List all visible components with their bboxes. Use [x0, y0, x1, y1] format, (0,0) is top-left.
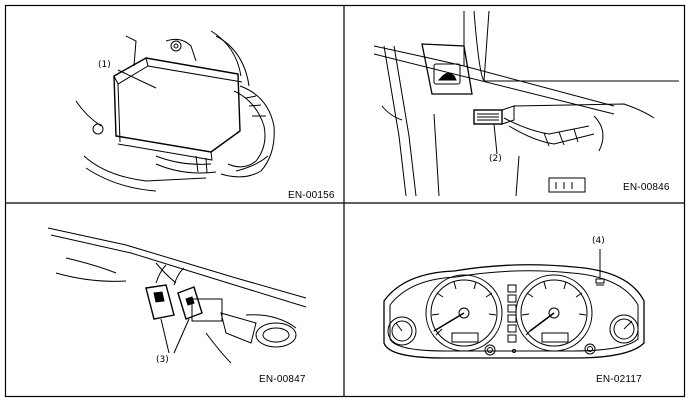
figure-id: EN-00846: [623, 182, 670, 193]
callout-label: (2): [489, 154, 502, 164]
instrument-cluster-illustration: [383, 249, 645, 359]
callout-label: (3): [156, 355, 169, 365]
panel-harness-connectors: (3) EN-00847: [6, 203, 344, 397]
panel-instrument-cluster: (4) EN-02117: [344, 203, 685, 397]
callout-label: (1): [98, 60, 111, 70]
figure-id: EN-00847: [259, 374, 306, 385]
figure-id: EN-00156: [288, 190, 335, 201]
panel-control-module: (1) EN-00156: [6, 6, 344, 203]
panel-diagnostic-connector: (2) EN-00846: [344, 6, 685, 203]
harness-connectors-illustration: [47, 227, 307, 364]
callout-label: (4): [592, 236, 605, 246]
control-module-illustration: [75, 30, 275, 192]
diagnostic-connector-illustration: [373, 10, 679, 197]
figure-id: EN-02117: [596, 374, 642, 385]
